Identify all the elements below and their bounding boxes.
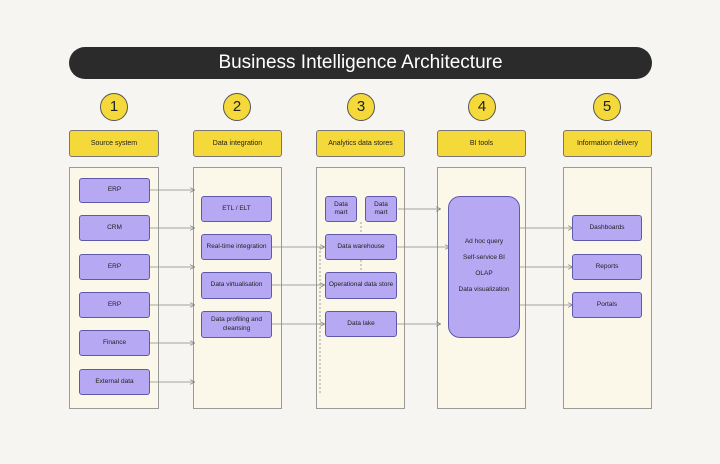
source-finance: Finance [79, 330, 150, 356]
delivery-dashboards: Dashboards [572, 215, 642, 241]
bi-olap: OLAP [475, 270, 493, 277]
step-number-3: 3 [347, 93, 375, 121]
source-erp-3: ERP [79, 292, 150, 318]
source-erp-2: ERP [79, 254, 150, 280]
source-erp-1: ERP [79, 178, 150, 203]
column-information-delivery [563, 167, 652, 409]
integration-real-time: Real-time integration [201, 234, 272, 260]
store-data-mart-2: Data mart [365, 196, 397, 222]
store-data-mart-1: Data mart [325, 196, 357, 222]
header-information-delivery: Information delivery [563, 130, 652, 157]
step-number-1: 1 [100, 93, 128, 121]
bi-ad-hoc-query: Ad hoc query [464, 238, 504, 245]
page-title: Business Intelligence Architecture [69, 47, 652, 79]
header-source-system: Source system [69, 130, 159, 157]
store-data-warehouse: Data warehouse [325, 234, 397, 260]
integration-virtualisation: Data virtualisation [201, 272, 272, 299]
column-source-system [69, 167, 159, 409]
source-crm: CRM [79, 215, 150, 241]
step-number-2: 2 [223, 93, 251, 121]
delivery-portals: Portals [572, 292, 642, 318]
bi-data-visualization: Data visualization [458, 286, 510, 293]
source-external-data: External data [79, 369, 150, 395]
bi-self-service: Self-service BI [463, 254, 505, 261]
store-data-lake: Data lake [325, 311, 397, 337]
header-analytics-data-stores: Analytics data stores [316, 130, 405, 157]
integration-profiling-cleansing: Data profiling and cleansing [201, 311, 272, 338]
step-number-5: 5 [593, 93, 621, 121]
delivery-reports: Reports [572, 254, 642, 280]
step-number-4: 4 [468, 93, 496, 121]
integration-etl-elt: ETL / ELT [201, 196, 272, 222]
bi-tools-box [448, 196, 520, 338]
store-operational-data-store: Operational data store [325, 272, 397, 299]
header-bi-tools: BI tools [437, 130, 526, 157]
header-data-integration: Data integration [193, 130, 282, 157]
